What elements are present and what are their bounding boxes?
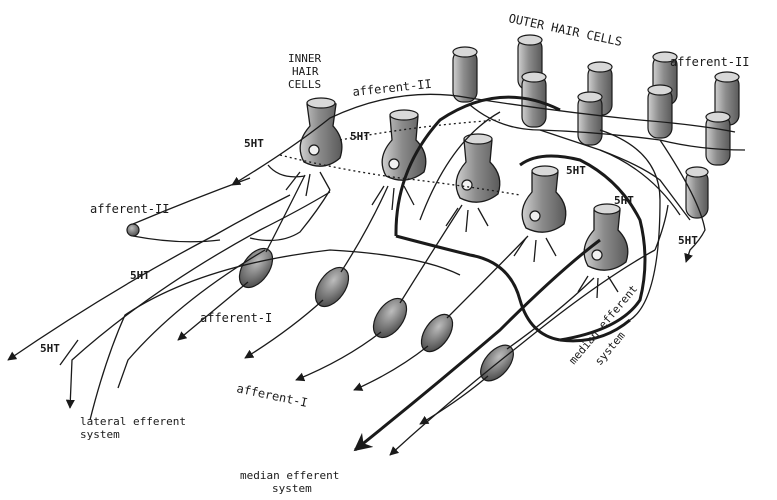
inner-hair-cell [584, 204, 628, 270]
sht-label: 5HT [244, 137, 264, 150]
afferent-ii-label-top: afferent-II [352, 77, 433, 99]
outer-hair-cell [686, 167, 708, 218]
sht-label: 5HT [614, 194, 634, 207]
afferent-i-label-lower: afferent-I [235, 381, 309, 410]
inner-hair-cells-label-line3: CELLS [288, 78, 321, 91]
median-efferent-label-bottom-line1: median efferent [240, 469, 339, 482]
sht-label: 5HT [566, 164, 586, 177]
sht-label: 5HT [350, 130, 370, 143]
inner-hair-cell [522, 166, 566, 232]
sht-label: 5HT [130, 269, 150, 282]
labels: OUTER HAIR CELLS INNER HAIR CELLS affere… [40, 11, 749, 495]
ganglion-cell [415, 309, 459, 357]
median-efferent-label-bottom-line2: system [272, 482, 312, 495]
lateral-efferent-label-line2: system [80, 428, 120, 441]
outer-hair-cell [648, 85, 672, 138]
afferent-ii-ganglion-cell [127, 224, 139, 236]
nerve-fibers [8, 94, 745, 455]
inner-hair-cell [300, 98, 342, 166]
afferent-ii-label-right: afferent-II [670, 55, 749, 69]
inner-hair-cells-label-line2: HAIR [292, 65, 319, 78]
ganglion-cell [233, 243, 280, 294]
ganglion-cell [367, 293, 414, 344]
sht-label: 5HT [40, 342, 60, 355]
lateral-efferent-label-line1: lateral efferent [80, 415, 186, 428]
outer-hair-cell [578, 92, 602, 145]
inner-hair-cells-label-line1: INNER [288, 52, 321, 65]
afferent-ii-label-left: afferent-II [90, 202, 169, 216]
afferent-i-label-upper: afferent-I [200, 311, 272, 325]
outer-hair-cell [706, 112, 730, 165]
ganglion-cell [309, 262, 356, 313]
ganglion-cells [233, 243, 520, 387]
sht-label: 5HT [678, 234, 698, 247]
outer-hair-cell [453, 47, 477, 102]
